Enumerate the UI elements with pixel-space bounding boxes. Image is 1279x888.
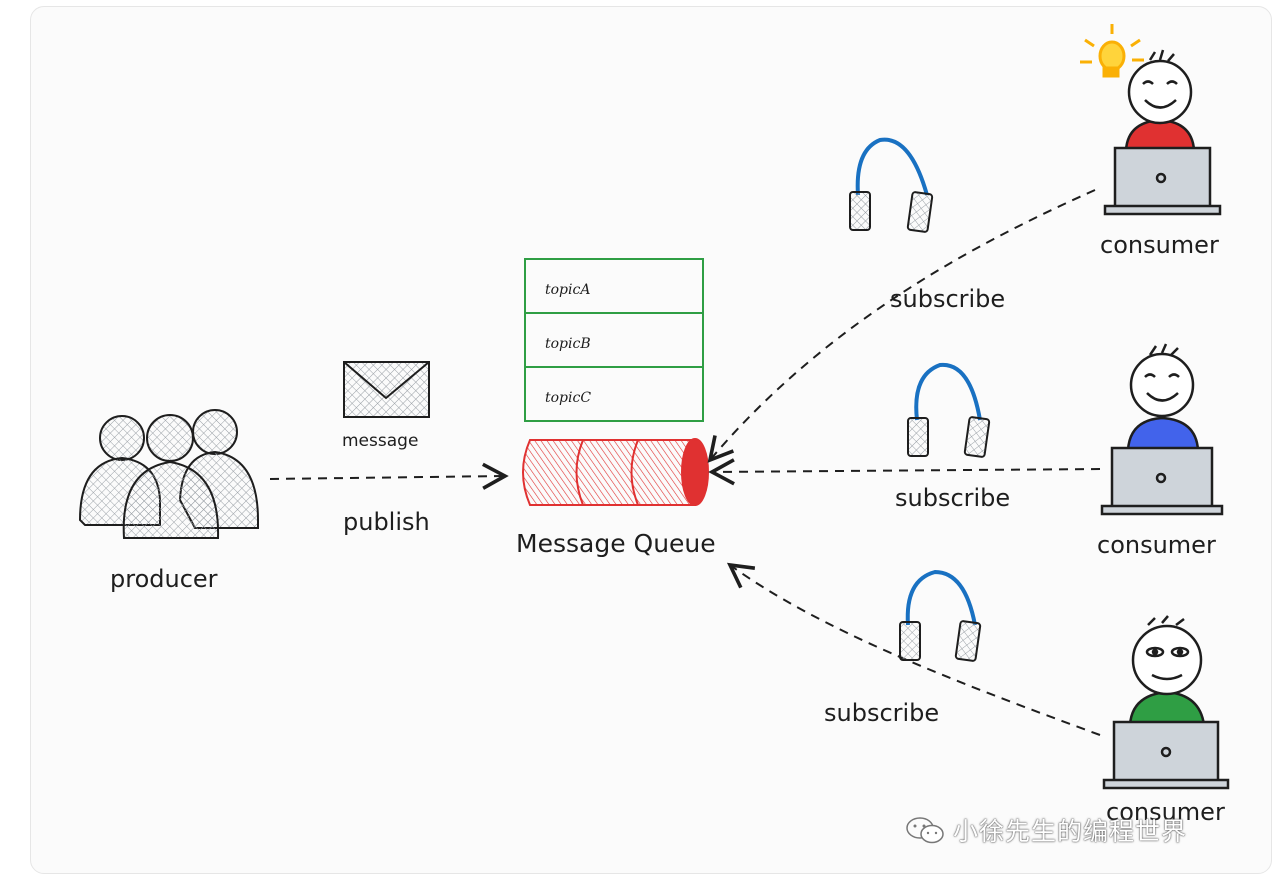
headphones-icon-2 xyxy=(907,362,991,458)
wechat-icon xyxy=(906,817,944,844)
subscribe-label-3: subscribe xyxy=(824,699,939,727)
headphones-icon-3 xyxy=(899,569,982,662)
consumer-avatar-2 xyxy=(1100,343,1224,516)
consumer-avatar-3 xyxy=(1102,615,1230,790)
subscribe-label-2: subscribe xyxy=(895,484,1010,512)
headphones-icon-1 xyxy=(849,137,934,233)
subscribe-arrow-2 xyxy=(708,458,1101,486)
topic-box-c xyxy=(524,366,704,422)
topic-list: topicA topicB topicC xyxy=(524,258,704,422)
topic-b-label: topicB xyxy=(545,336,591,352)
queue-label: Message Queue xyxy=(516,529,716,558)
watermark-text: 小徐先生的编程世界 xyxy=(953,817,1188,846)
publish-label: publish xyxy=(343,508,430,536)
queue-cylinder-icon xyxy=(522,438,709,506)
watermark: 小徐先生的编程世界 xyxy=(905,812,1187,848)
topic-a-label: topicA xyxy=(545,282,590,298)
producer-label: producer xyxy=(110,565,218,593)
publish-arrow xyxy=(269,462,509,490)
consumer-label-3: consumer xyxy=(1106,798,1225,826)
consumer-label-2: consumer xyxy=(1097,531,1216,559)
envelope-icon xyxy=(343,361,430,418)
subscribe-label-1: subscribe xyxy=(890,285,1005,313)
topic-c-label: topicC xyxy=(545,390,591,406)
lightbulb-icon xyxy=(1080,24,1144,78)
consumer-label-1: consumer xyxy=(1100,231,1219,259)
message-label: message xyxy=(342,431,418,451)
subscribe-arrow-1 xyxy=(707,189,1096,463)
consumer-avatar-1 xyxy=(1103,49,1222,216)
producer-icon xyxy=(78,409,259,539)
